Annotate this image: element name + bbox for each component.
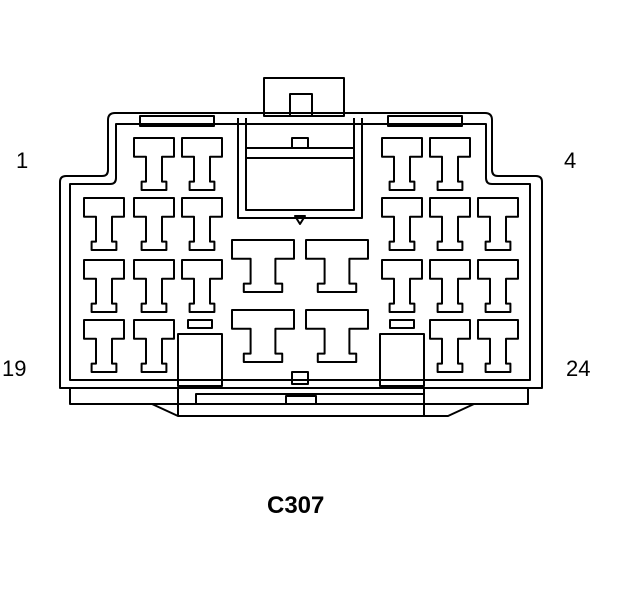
terminal-cavity <box>381 197 423 251</box>
terminal-cavity <box>429 259 471 313</box>
terminal-cavity <box>133 259 175 313</box>
terminal-cavity <box>429 137 471 191</box>
terminal-cavity <box>477 319 519 373</box>
large-terminal-cavity <box>305 309 369 363</box>
housing-outer-outline <box>59 112 543 389</box>
terminal-cavity <box>381 259 423 313</box>
terminal-cavity <box>133 137 175 191</box>
terminal-cavity <box>83 319 125 373</box>
large-terminal-cavity <box>231 239 295 293</box>
keying-blocks <box>177 319 425 387</box>
lock-ribs <box>139 115 463 127</box>
pin-label-bottom-left: 19 <box>2 356 27 381</box>
large-terminal-cavity <box>231 309 295 363</box>
terminal-cavity <box>429 319 471 373</box>
pin-label-bottom-right: 24 <box>566 356 591 381</box>
terminal-cavity <box>381 137 423 191</box>
housing-inner-outline <box>69 123 531 381</box>
terminal-cavity <box>181 137 223 191</box>
pin-label-top-right: 4 <box>564 148 577 173</box>
terminal-cavity <box>83 197 125 251</box>
terminal-cavity <box>477 259 519 313</box>
terminal-cavity <box>477 197 519 251</box>
connector-id-label: C307 <box>267 492 325 519</box>
latch-tab <box>263 77 345 117</box>
center-channel <box>237 118 363 225</box>
terminal-cavity <box>133 197 175 251</box>
terminal-cavity <box>181 197 223 251</box>
terminal-cavities <box>83 137 519 373</box>
terminal-cavity <box>429 197 471 251</box>
terminal-cavity <box>181 259 223 313</box>
large-terminal-cavity <box>305 239 369 293</box>
terminal-cavity <box>133 319 175 373</box>
terminal-cavity <box>83 259 125 313</box>
bottom-flange <box>69 388 529 417</box>
pin-label-top-left: 1 <box>16 148 29 173</box>
